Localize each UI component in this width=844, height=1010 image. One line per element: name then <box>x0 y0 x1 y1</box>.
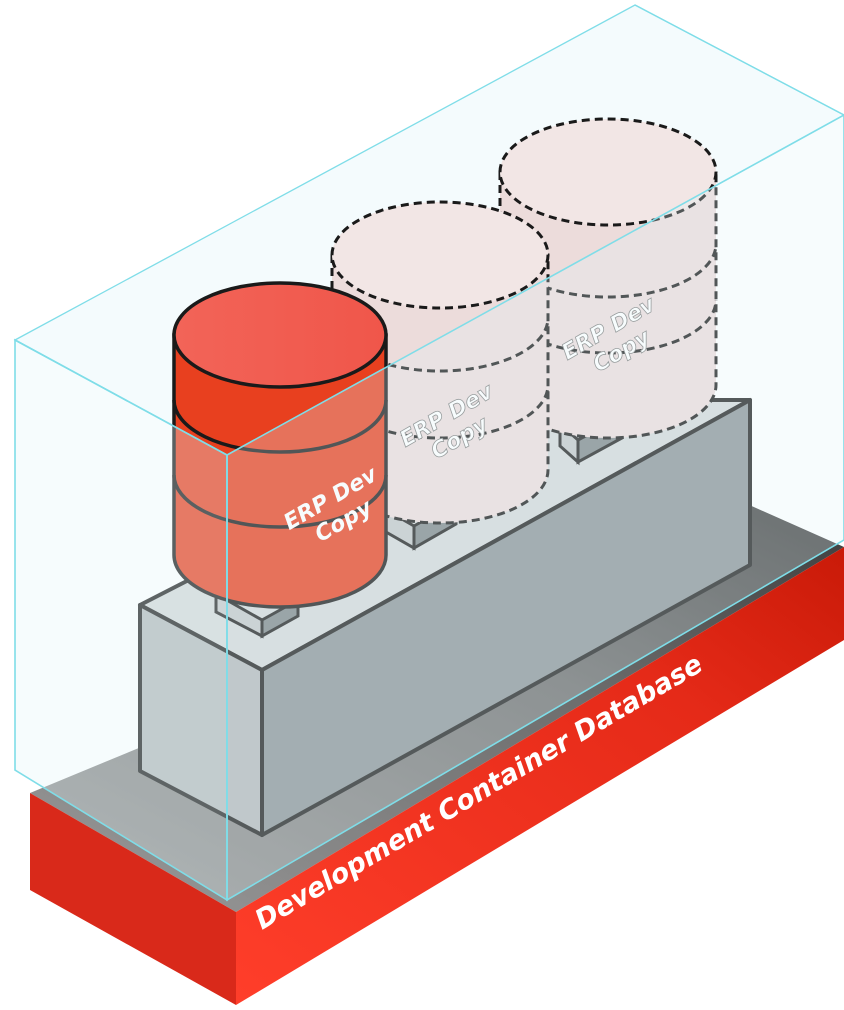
base-end-face <box>30 793 236 1005</box>
rack-front-face <box>260 398 752 837</box>
base-front-face <box>236 547 844 1005</box>
glass-container-front <box>14 114 844 902</box>
cylinder-erp-dev-copy-3: ERP Dev Copy <box>498 117 718 440</box>
